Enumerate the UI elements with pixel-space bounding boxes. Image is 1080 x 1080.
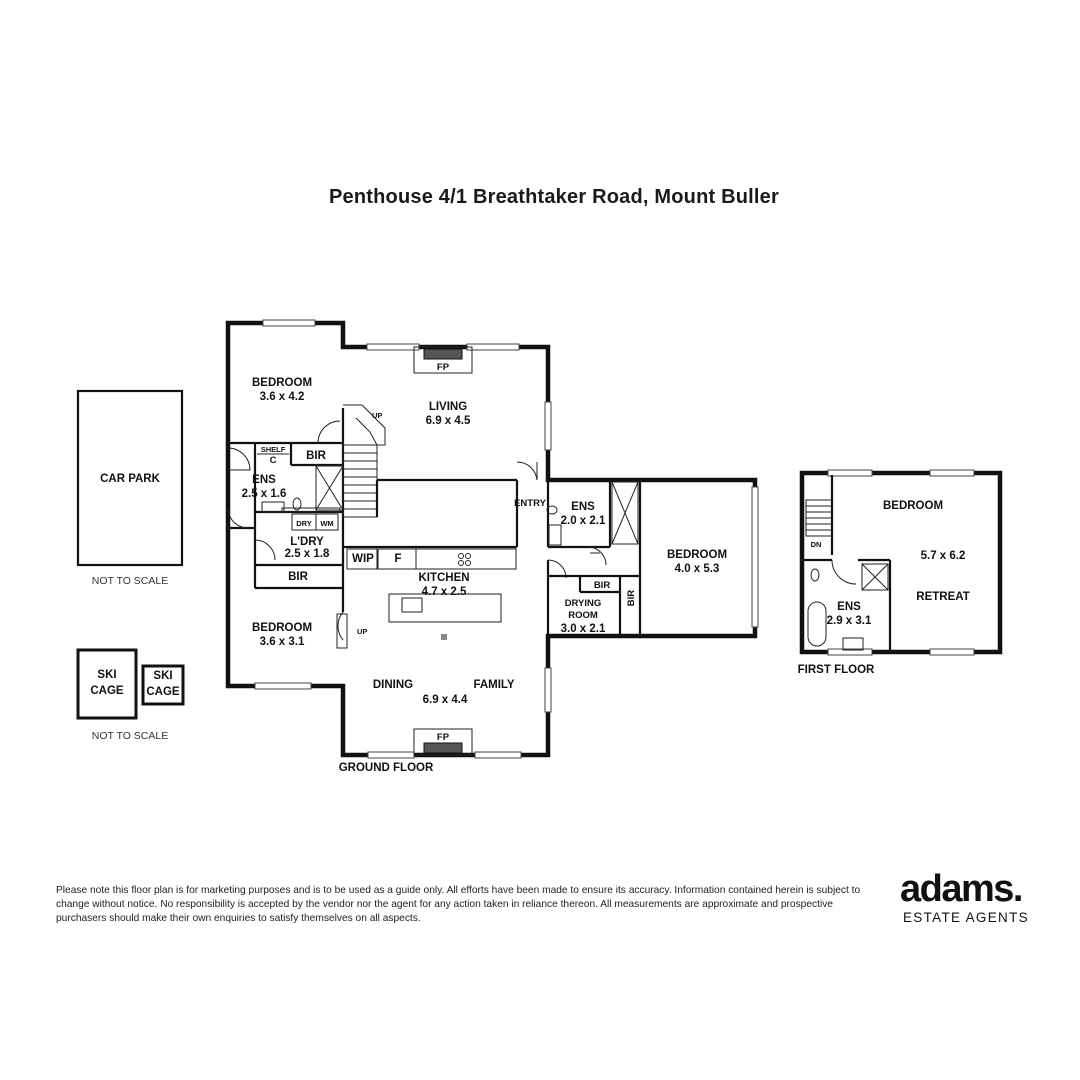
svg-text:3.6 x 4.2: 3.6 x 4.2	[260, 391, 305, 403]
window	[254, 682, 312, 690]
brand-tagline: ESTATE AGENTS	[903, 910, 1029, 925]
room-dining: DINING	[373, 679, 413, 691]
first-floor: DN BEDROOM 5.7 x 6.2 RETREAT ENS 2.9 x 3…	[798, 469, 1003, 676]
ski-cage-small: SKI CAGE	[141, 664, 185, 706]
svg-text:FP: FP	[437, 732, 450, 743]
disclaimer: Please note this floor plan is for marke…	[56, 885, 861, 924]
svg-text:SKI: SKI	[97, 669, 116, 681]
room-drying: DRYING	[565, 598, 602, 609]
first-floor-label: FIRST FLOOR	[798, 664, 875, 676]
svg-text:6.9 x 4.4: 6.9 x 4.4	[423, 694, 468, 706]
svg-text:ROOM: ROOM	[568, 610, 598, 621]
window	[929, 469, 975, 477]
svg-text:CAGE: CAGE	[90, 685, 124, 697]
label-bir-4: BIR	[626, 590, 637, 607]
svg-text:FP: FP	[437, 362, 450, 373]
brand-logo: adams.	[900, 868, 1023, 910]
window	[929, 648, 975, 656]
ski-cage-not-to-scale: NOT TO SCALE	[92, 730, 168, 742]
svg-text:UP: UP	[372, 411, 382, 420]
svg-text:DN: DN	[811, 540, 822, 549]
ground-floor-label: GROUND FLOOR	[339, 762, 434, 774]
svg-text:UP: UP	[357, 627, 367, 636]
window	[474, 751, 522, 759]
room-retreat: RETREAT	[916, 591, 969, 603]
room-bedroom-2: BEDROOM	[252, 622, 312, 634]
svg-text:WM: WM	[320, 519, 333, 528]
label-fridge: F	[394, 553, 401, 565]
window	[544, 667, 552, 713]
room-kitchen: KITCHEN	[418, 572, 469, 584]
ski-cage-large: SKI CAGE	[76, 648, 138, 720]
room-family: FAMILY	[473, 679, 514, 691]
window	[366, 343, 420, 351]
label-shelf: SHELF	[261, 445, 286, 454]
svg-text:C: C	[270, 455, 277, 466]
svg-text:3.6 x 3.1: 3.6 x 3.1	[260, 636, 305, 648]
label-entry: ENTRY	[514, 498, 547, 509]
room-bedroom-3: BEDROOM	[667, 549, 727, 561]
room-ens-2: ENS	[571, 501, 595, 513]
room-laundry: L'DRY	[290, 536, 324, 548]
staircase: UP UP	[342, 404, 386, 636]
room-first-floor-ens: ENS	[837, 601, 861, 613]
label-wip: WIP	[352, 553, 374, 565]
ground-floor-outline	[225, 320, 758, 758]
ground-floor: FP FP	[225, 319, 759, 774]
plan-title: Penthouse 4/1 Breathtaker Road, Mount Bu…	[329, 186, 779, 208]
window	[544, 401, 552, 451]
svg-text:2.5 x 1.8: 2.5 x 1.8	[285, 548, 330, 560]
room-first-floor-bedroom: BEDROOM	[883, 500, 943, 512]
svg-text:5.7 x 6.2: 5.7 x 6.2	[921, 550, 966, 562]
window	[751, 486, 759, 628]
svg-text:4.0 x 5.3: 4.0 x 5.3	[675, 563, 720, 575]
fireplace-living: FP	[413, 346, 473, 374]
label-bir-2: BIR	[288, 571, 309, 583]
window	[466, 343, 520, 351]
car-park: CAR PARK	[76, 389, 184, 567]
fireplace-family: FP	[413, 728, 473, 756]
svg-text:CAR PARK: CAR PARK	[100, 473, 161, 485]
room-ens-1: ENS	[252, 474, 276, 486]
svg-text:6.9 x 4.5: 6.9 x 4.5	[426, 415, 471, 427]
svg-text:SKI: SKI	[153, 670, 172, 682]
label-bir-3: BIR	[594, 580, 611, 591]
room-living: LIVING	[429, 401, 467, 413]
svg-text:2.9 x 3.1: 2.9 x 3.1	[827, 615, 872, 627]
svg-text:CAGE: CAGE	[146, 686, 180, 698]
svg-text:3.0 x 2.1: 3.0 x 2.1	[561, 623, 606, 635]
label-bir-1: BIR	[306, 450, 327, 462]
window	[367, 751, 415, 759]
svg-text:2.5 x 1.6: 2.5 x 1.6	[242, 488, 287, 500]
window	[827, 648, 873, 656]
car-park-not-to-scale: NOT TO SCALE	[92, 575, 168, 587]
window	[262, 319, 316, 327]
svg-text:2.0 x 2.1: 2.0 x 2.1	[561, 515, 606, 527]
room-bedroom-1: BEDROOM	[252, 377, 312, 389]
window	[827, 469, 873, 477]
svg-text:4.7 x 2.5: 4.7 x 2.5	[422, 586, 467, 598]
svg-text:DRY: DRY	[296, 519, 312, 528]
